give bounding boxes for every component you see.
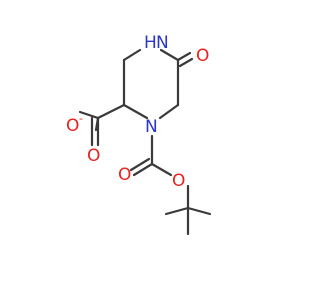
bond-c6-n1 xyxy=(158,103,180,120)
bond-c3-n4 xyxy=(122,48,142,62)
bond-c2-ccarbox xyxy=(96,103,126,120)
atom-o-ester: O xyxy=(172,171,185,191)
atom-o-carboxyl-dbl: O xyxy=(87,146,100,166)
bond-keto-1 xyxy=(176,51,192,62)
bond-ccarbamate-odbl-2 xyxy=(129,157,151,172)
ring-bonds xyxy=(122,48,180,120)
boc-group xyxy=(129,134,212,236)
atom-h: H xyxy=(144,33,157,53)
bond-keto-2 xyxy=(178,57,194,68)
carboxylate-group xyxy=(78,103,126,147)
bond-c2-n1 xyxy=(122,103,149,120)
atom-o-keto: O xyxy=(196,46,209,66)
bond-ctert-me2 xyxy=(164,206,190,216)
molecule-diagram: H N O N O - O O O xyxy=(66,33,212,236)
bond-ctert-me1 xyxy=(186,206,212,216)
bond-ccarbox-o xyxy=(78,110,100,120)
bond-ccarbamate-oester xyxy=(150,162,173,177)
keto-group xyxy=(176,51,194,68)
bond-n4-c5 xyxy=(159,48,180,62)
atom-n-boc: N xyxy=(145,117,158,137)
atom-charge: - xyxy=(79,112,83,125)
atom-o-carboxylate: O xyxy=(66,116,79,136)
atom-n-amine: N xyxy=(156,33,169,53)
atom-labels: H N O N O - O O O xyxy=(66,33,209,191)
structure-canvas: H N O N O - O O O xyxy=(66,33,212,236)
atom-o-carbamate-dbl: O xyxy=(118,165,131,185)
bond-ccarbamate-odbl-1 xyxy=(132,162,154,177)
